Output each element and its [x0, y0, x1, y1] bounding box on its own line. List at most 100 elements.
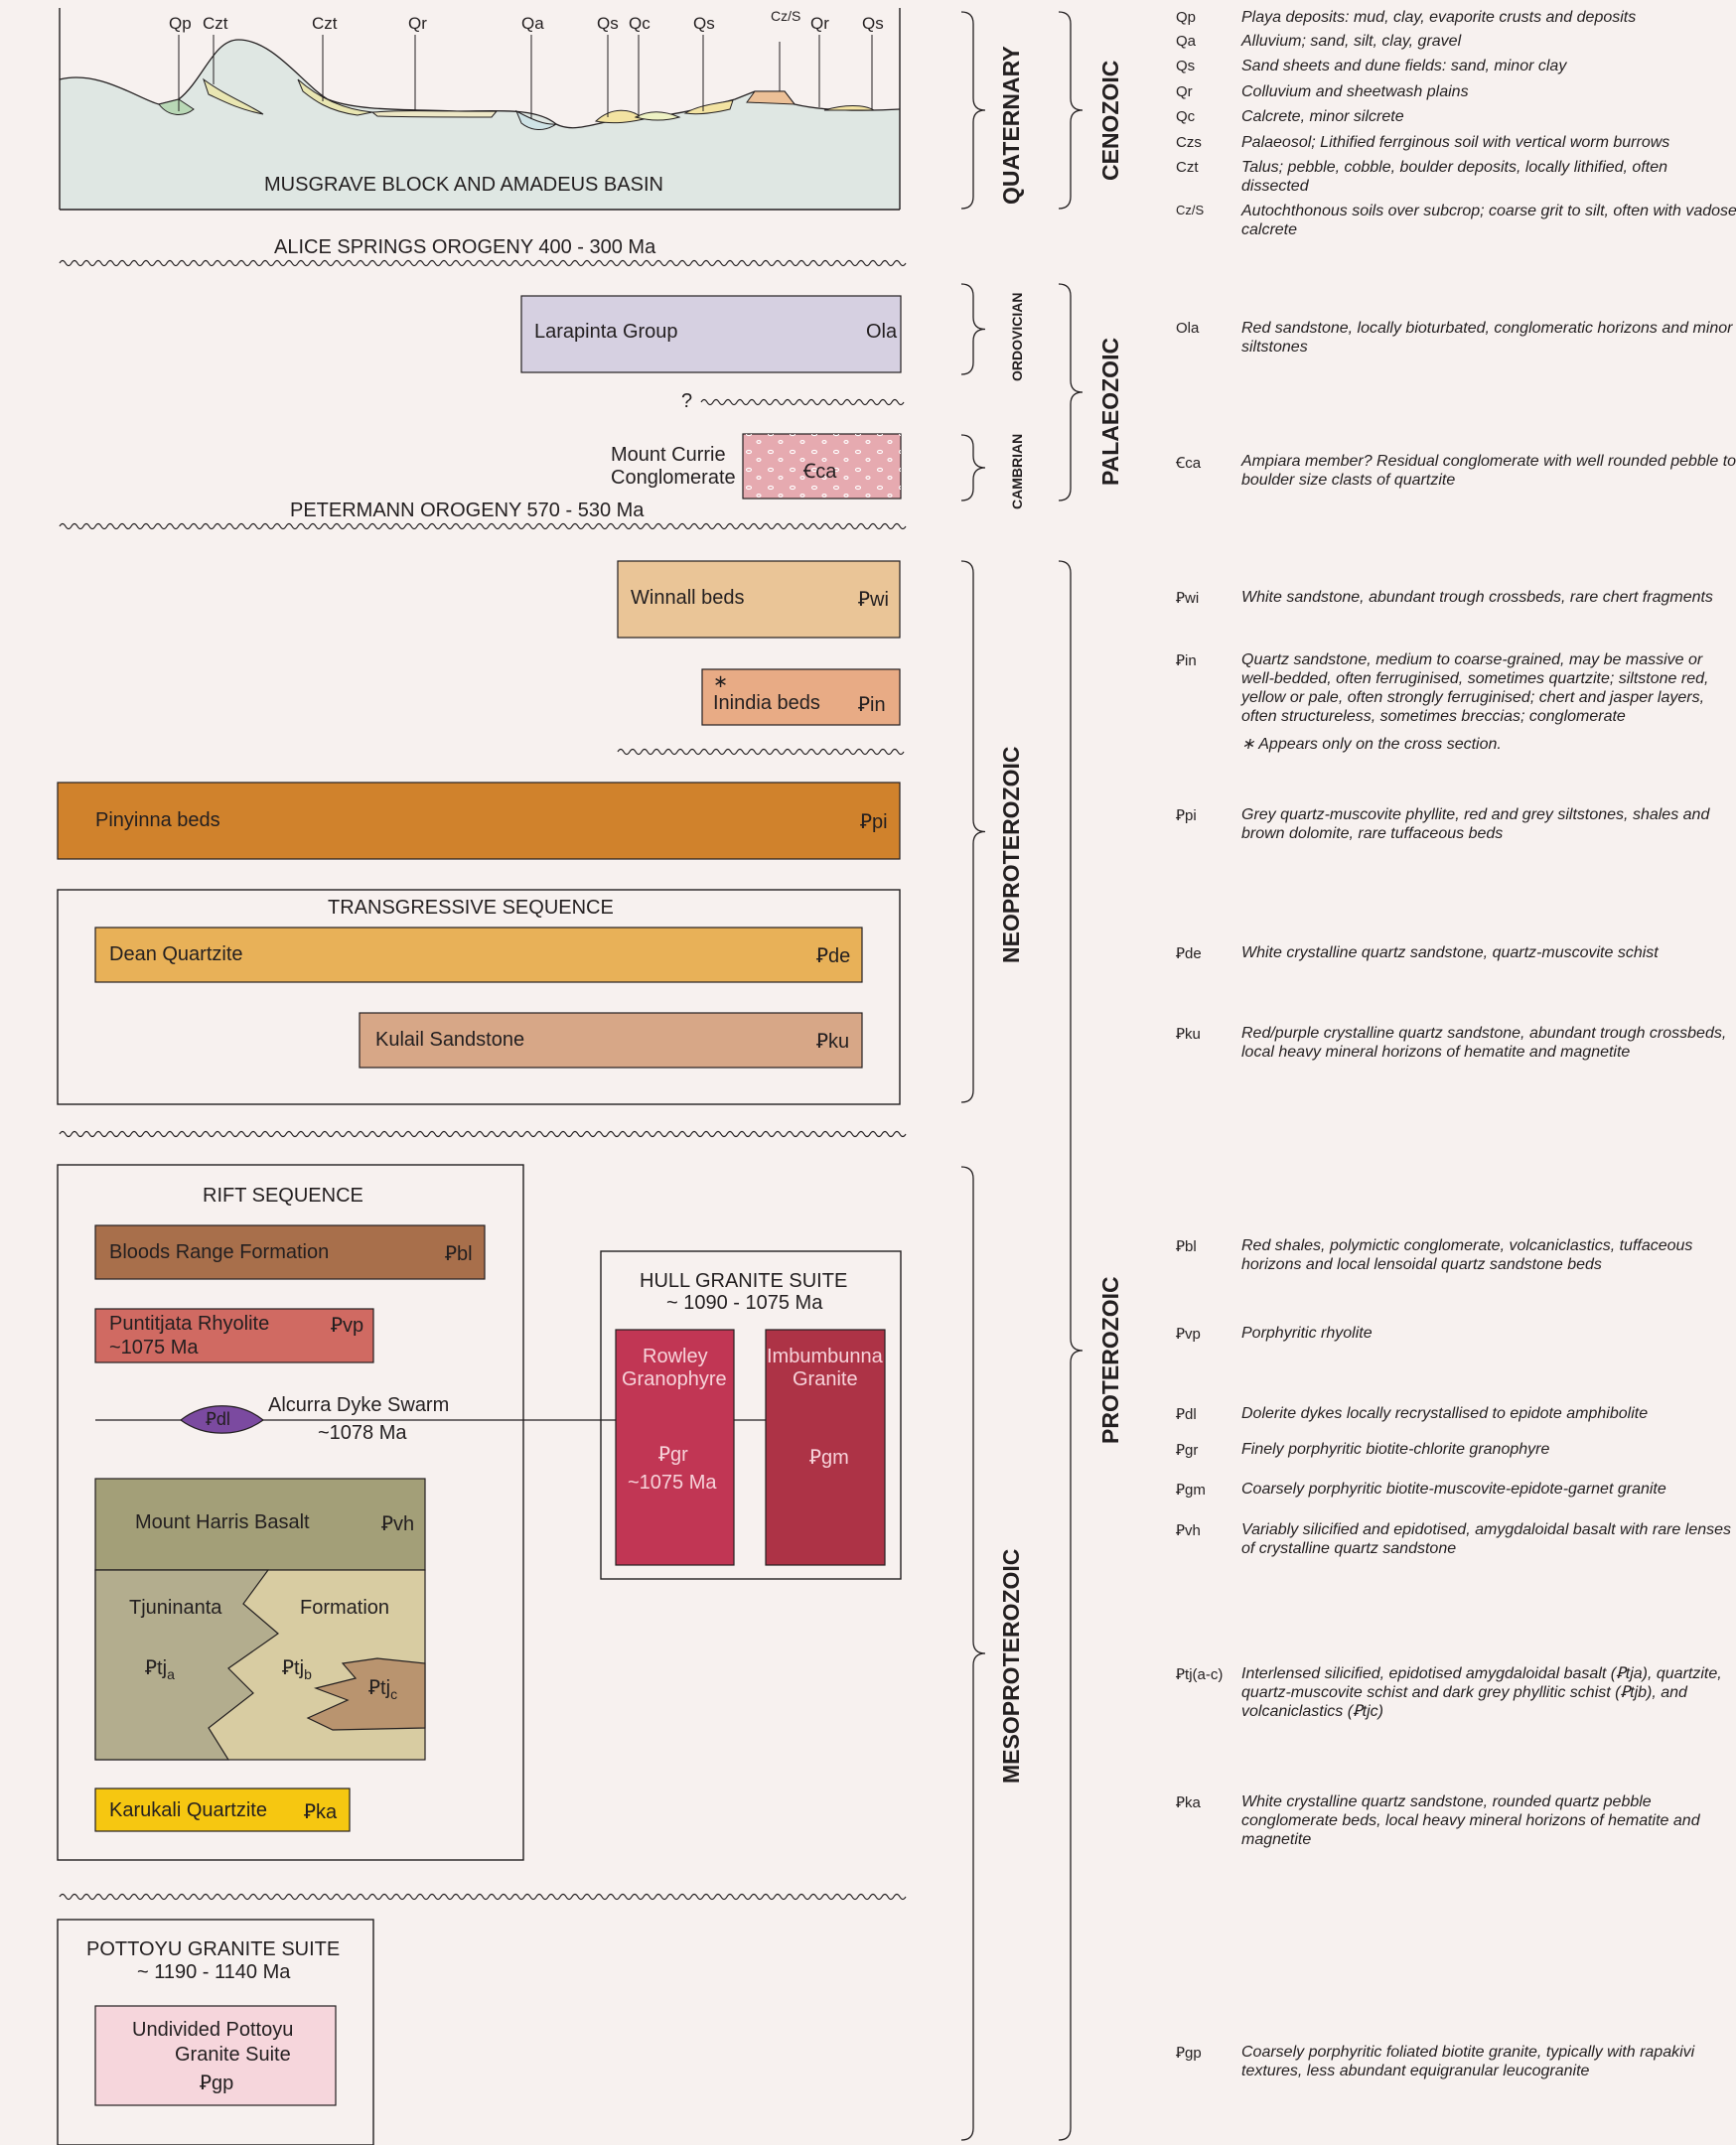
legend-description: Talus; pebble, cobble, boulder deposits,…: [1241, 159, 1668, 195]
xs-label-qr-2: Qr: [810, 14, 829, 33]
unconformity-pottoyu: [59, 1893, 907, 1901]
legend-code: Ꝑin: [1176, 652, 1197, 669]
brace-neoproterozoic: [960, 560, 986, 1103]
larapinta-code: Ola: [866, 321, 898, 343]
brace-ordovician: [960, 283, 986, 375]
petermann-label: PETERMANN OROGENY 570 - 530 Ma: [290, 500, 645, 521]
xs-label-qs-3: Qs: [862, 14, 884, 33]
legend-code: Ꝑwi: [1176, 590, 1200, 607]
legend-description: Quartz sandstone, medium to coarse-grain…: [1241, 651, 1709, 725]
legend-code: Ꝑku: [1176, 1026, 1201, 1043]
legend-description: Ampiara member? Residual conglomerate wi…: [1241, 453, 1736, 489]
legend-code: Ꝑde: [1176, 945, 1202, 962]
xs-label-qs-2: Qs: [693, 14, 715, 33]
qp-lens: [158, 98, 195, 115]
legend-code: Ꞓca: [1176, 455, 1202, 472]
tjuninanta-c: [306, 1657, 426, 1731]
winnall-box: [617, 560, 901, 639]
legend-description: Coarsely porphyritic foliated biotite gr…: [1241, 2044, 1695, 2079]
rowley-box: [615, 1329, 735, 1566]
rowley-name-1: Rowley: [643, 1346, 708, 1367]
legend-description: Red sandstone, locally bioturbated, cong…: [1241, 320, 1733, 356]
tjuninanta-b-label: Ꝑtjb: [282, 1657, 312, 1682]
larapinta-box: [520, 295, 902, 373]
legend-code: Ꝑtj(a-c): [1176, 1666, 1224, 1683]
tjuninanta-name-2: Formation: [300, 1597, 390, 1619]
legend-description: Coarsely porphyritic biotite-muscovite-e…: [1241, 1481, 1666, 1498]
puntitjata-age: ~1075 Ma: [109, 1337, 199, 1358]
basement-fill: [60, 40, 900, 210]
imbumbunna-name-2: Granite: [793, 1368, 858, 1390]
kulail-box: [359, 1012, 863, 1069]
legend-code: Ꝑgm: [1176, 1482, 1206, 1499]
legend-code: Qp: [1176, 9, 1197, 26]
qs-dune-2: [683, 99, 734, 115]
brace-proterozoic: [1058, 560, 1084, 2141]
rift-frame: [57, 1164, 524, 1861]
kulail-name: Kulail Sandstone: [375, 1029, 525, 1051]
legend-code: Ꝑdl: [1176, 1406, 1197, 1423]
brace-mesoproterozoic: [960, 1166, 986, 2141]
mount-currie-code: Ꞓca: [803, 461, 837, 483]
legend-description: Dolerite dykes locally recrystallised to…: [1241, 1405, 1649, 1422]
pottoyu-frame: [57, 1919, 374, 2145]
legend-description: Finely porphyritic biotite-chlorite gran…: [1241, 1441, 1550, 1458]
legend-code: Qa: [1176, 33, 1197, 50]
legend-description: Porphyritic rhyolite: [1241, 1325, 1373, 1342]
pottoyu-code: Ꝑgp: [200, 2073, 234, 2094]
tjuninanta-a: [94, 1569, 279, 1761]
pinyinna-name: Pinyinna beds: [95, 809, 220, 831]
label-cambrian: CAMBRIAN: [1009, 433, 1025, 509]
legend-description: Alluvium; sand, silt, clay, gravel: [1241, 33, 1462, 50]
czs-mesa: [746, 90, 796, 105]
basement-label: MUSGRAVE BLOCK AND AMADEUS BASIN: [264, 174, 663, 196]
unconformity-neo-meso: [59, 1130, 907, 1138]
legend-description: Colluvium and sheetwash plains: [1241, 83, 1469, 100]
puntitjata-name: Puntitjata Rhyolite: [109, 1313, 270, 1335]
inindia-name: Inindia beds: [713, 692, 820, 714]
label-cenozoic: CENOZOIC: [1097, 60, 1123, 181]
transgressive-title: TRANSGRESSIVE SEQUENCE: [328, 897, 614, 919]
legend-description: White crystalline quartz sandstone, quar…: [1241, 944, 1659, 961]
unconformity-alice-springs: [59, 259, 907, 267]
legend-code: Ꝑvp: [1176, 1326, 1201, 1343]
xs-label-qp: Qp: [169, 14, 192, 33]
bloods-box: [94, 1224, 486, 1280]
tjuninanta-c-label: Ꝑtjc: [368, 1677, 398, 1702]
harris-box: [94, 1478, 426, 1571]
xs-label-qc: Qc: [629, 14, 651, 33]
legend-code: Czs: [1176, 134, 1202, 151]
dean-name: Dean Quartzite: [109, 943, 243, 965]
puntitjata-box: [94, 1308, 374, 1363]
legend-code: Ꝑgr: [1176, 1442, 1199, 1459]
qr-mid: [370, 110, 499, 118]
karukali-box: [94, 1788, 351, 1832]
hull-title: HULL GRANITE SUITE: [640, 1270, 848, 1292]
unconformity-lines: [59, 259, 907, 1901]
xs-label-qa: Qa: [521, 14, 544, 33]
legend-description: Sand sheets and dune fields: sand, minor…: [1241, 58, 1567, 74]
pottoyu-age: ~ 1190 - 1140 Ma: [137, 1961, 291, 1983]
larapinta-name: Larapinta Group: [534, 321, 678, 343]
pottoyu-name-1: Undivided Pottoyu: [132, 2019, 294, 2041]
mount-currie-name-1: Mount Currie: [611, 444, 726, 466]
brace-cambrian: [960, 434, 986, 501]
hull-age: ~ 1090 - 1075 Ma: [666, 1292, 823, 1314]
rowley-code: Ꝑgr: [658, 1444, 688, 1466]
tjuninanta-name-1: Tjuninanta: [129, 1597, 222, 1619]
legend-code: Qs: [1176, 58, 1196, 74]
inindia-box: [701, 668, 901, 726]
harris-name: Mount Harris Basalt: [135, 1511, 310, 1533]
rowley-age: ~1075 Ma: [628, 1472, 717, 1494]
pottoyu-title: POTTOYU GRANITE SUITE: [86, 1938, 341, 1960]
pottoyu-name-2: Granite Suite: [175, 2044, 291, 2066]
imbumbunna-code: Ꝑgm: [809, 1447, 849, 1469]
pottoyu-box: [94, 2005, 337, 2106]
karukali-name: Karukali Quartzite: [109, 1799, 267, 1821]
legend-code: Ꝑgp: [1176, 2045, 1202, 2062]
dyke-lens: [180, 1405, 264, 1434]
inindia-code: Ꝑin: [858, 694, 886, 716]
alcurra-name: Alcurra Dyke Swarm: [268, 1394, 450, 1416]
